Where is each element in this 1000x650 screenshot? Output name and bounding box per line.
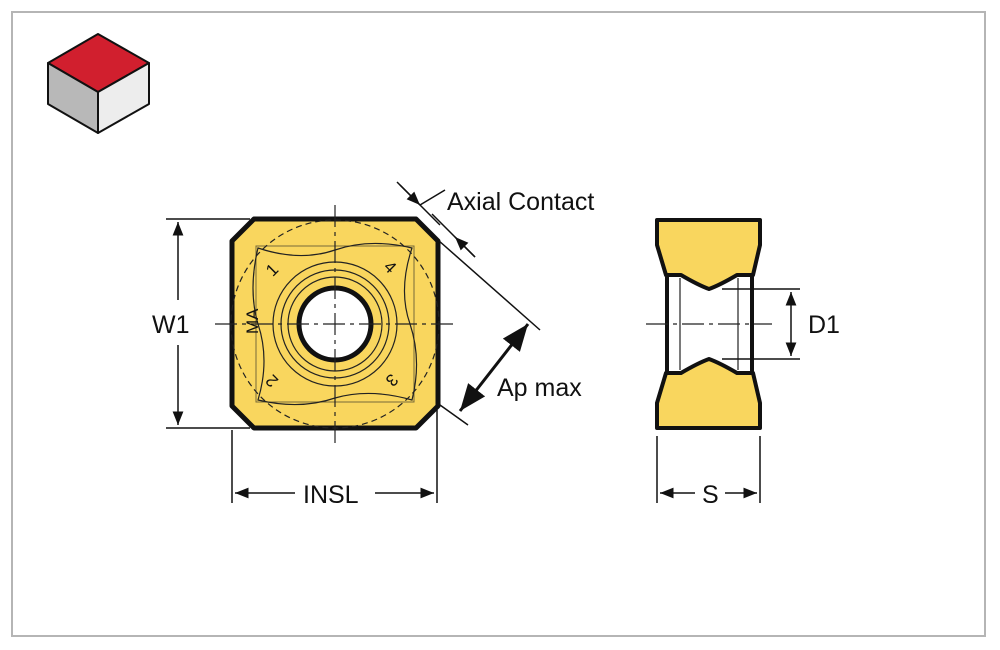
- w1-label: W1: [152, 311, 190, 339]
- s-dimension: [656, 436, 761, 503]
- axial-contact-dimension: [396, 181, 541, 331]
- insert-top-view: [215, 205, 455, 445]
- ap-max-label: Ap max: [497, 374, 582, 402]
- axial-contact-label: Axial Contact: [447, 188, 594, 216]
- insl-dimension: [231, 410, 438, 503]
- insert-marking: MA: [243, 308, 262, 334]
- w1-dimension: [166, 218, 250, 429]
- s-label: S: [702, 481, 719, 509]
- d1-dimension: [722, 288, 800, 360]
- d1-label: D1: [808, 311, 840, 339]
- insert-side-view: [646, 218, 772, 430]
- diagram-frame: [11, 11, 986, 637]
- insl-label: INSL: [303, 481, 359, 509]
- ap-max-dimension: [439, 323, 530, 426]
- material-cube-icon: [47, 33, 150, 134]
